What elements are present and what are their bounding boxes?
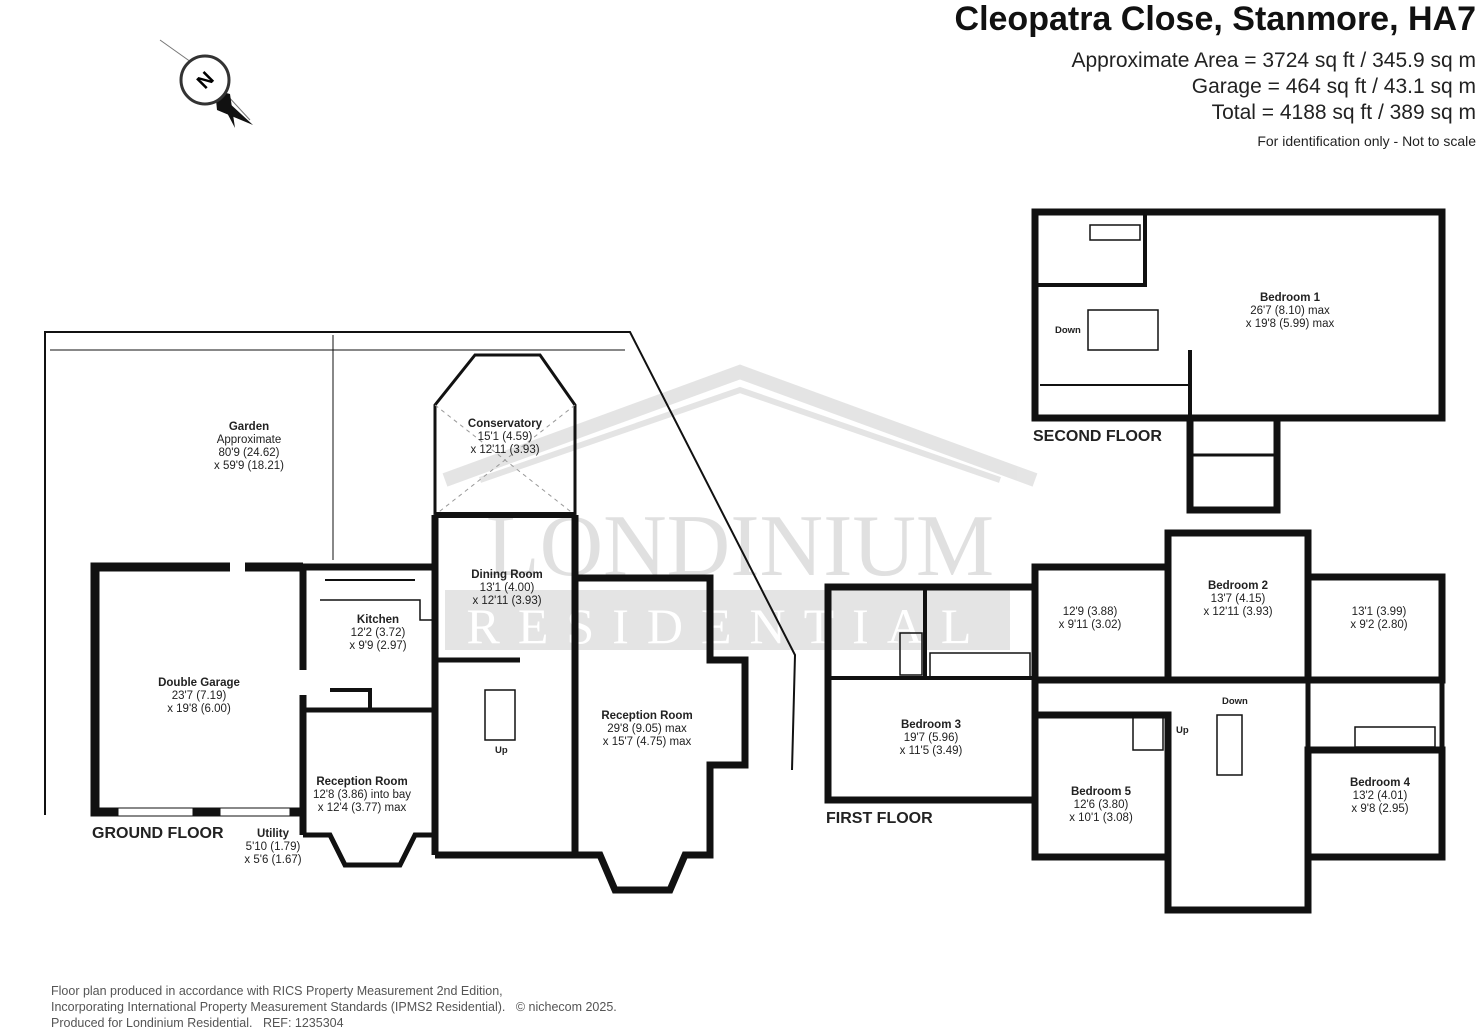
- room-label-reception-room-bay: Reception Room 12'8 (3.86) into bay x 12…: [313, 776, 411, 815]
- room-dims: 26'7 (8.10) max: [1250, 305, 1330, 317]
- room-dims: 29'8 (9.05) max: [607, 723, 687, 735]
- room-dims: Approximate: [216, 434, 282, 446]
- room-dims: x 10'1 (3.08): [1069, 812, 1133, 824]
- room-name: Utility: [257, 828, 289, 840]
- room-name: Bedroom 5: [1070, 786, 1132, 798]
- room-label-double-garage: Double Garage 23'7 (7.19) x 19'8 (6.00): [158, 677, 240, 716]
- room-dims: 12'6 (3.80): [1073, 799, 1129, 811]
- room-dims: 13'2 (4.01): [1352, 790, 1408, 802]
- stairs-down-label: Down: [1222, 696, 1248, 707]
- footer-standards: Incorporating International Property Mea…: [51, 1000, 506, 1014]
- room-name: Reception Room: [316, 776, 408, 788]
- footer-produced-for: Produced for Londinium Residential.: [51, 1016, 253, 1030]
- room-dims: x 9'9 (2.97): [349, 640, 407, 652]
- room-dims: 23'7 (7.19): [171, 690, 227, 702]
- room-dims: x 9'8 (2.95): [1351, 803, 1409, 815]
- area-summary: Approximate Area = 3724 sq ft / 345.9 sq…: [1072, 48, 1477, 126]
- room-name: Conservatory: [467, 418, 543, 430]
- room-dims: 13'7 (4.15): [1210, 593, 1266, 605]
- stairs-down-label: Down: [1055, 325, 1081, 336]
- room-dims: x 12'11 (3.93): [472, 595, 542, 607]
- room-label-conservatory: Conservatory 15'1 (4.59) x 12'11 (3.93): [468, 418, 542, 457]
- room-name: Bedroom 1: [1259, 292, 1321, 304]
- room-dims: 80'9 (24.62): [218, 447, 280, 459]
- room-label-bedroom-unnamed-2: 13'1 (3.99) x 9'2 (2.80): [1350, 606, 1407, 632]
- watermark-text-residential: RESIDENTIAL: [467, 598, 990, 654]
- compass-north-icon: N: [157, 32, 253, 128]
- room-label-bedroom-3: Bedroom 3 19'7 (5.96) x 11'5 (3.49): [900, 719, 963, 758]
- footer-ref: REF: 1235304: [262, 1016, 344, 1030]
- footer-credits: Floor plan produced in accordance with R…: [51, 983, 617, 1031]
- room-dims: x 19'8 (5.99) max: [1245, 318, 1335, 330]
- room-label-bedroom-5: Bedroom 5 12'6 (3.80) x 10'1 (3.08): [1069, 786, 1133, 825]
- watermark-logo: LONDINIUM RESIDENTIAL: [442, 364, 1038, 654]
- room-label-bedroom-unnamed-1: 12'9 (3.88) x 9'11 (3.02): [1059, 606, 1122, 632]
- room-label-kitchen: Kitchen 12'2 (3.72) x 9'9 (2.97): [349, 614, 406, 653]
- room-dims: x 9'2 (2.80): [1350, 619, 1408, 631]
- footer-line-3: Produced for Londinium Residential. REF:…: [51, 1015, 617, 1031]
- room-dims: x 12'4 (3.77) max: [317, 802, 407, 814]
- room-dims: 12'2 (3.72): [350, 627, 406, 639]
- room-name: Double Garage: [158, 677, 240, 689]
- first-floor-title: FIRST FLOOR: [826, 810, 933, 827]
- room-name: Bedroom 2: [1207, 580, 1269, 592]
- second-floor-title: SECOND FLOOR: [1033, 428, 1162, 445]
- room-dims: x 12'11 (3.93): [470, 444, 540, 456]
- room-dims: 15'1 (4.59): [477, 431, 533, 443]
- room-label-garden: Garden Approximate 80'9 (24.62) x 59'9 (…: [214, 421, 284, 473]
- room-dims: x 11'5 (3.49): [899, 745, 963, 757]
- room-dims: x 15'7 (4.75) max: [602, 736, 692, 748]
- room-dims: x 59'9 (18.21): [214, 460, 284, 472]
- second-floor-plan: [1031, 208, 1446, 514]
- stairs-up-label: Up: [495, 745, 508, 756]
- room-dims: 13'1 (3.99): [1351, 606, 1407, 618]
- footer-copyright: © nichecom 2025.: [515, 1000, 617, 1014]
- property-title: Cleopatra Close, Stanmore, HA7: [954, 0, 1476, 38]
- room-dims: 12'8 (3.86) into bay: [312, 789, 412, 801]
- room-dims: x 19'8 (6.00): [167, 703, 231, 715]
- room-name: Kitchen: [356, 614, 400, 626]
- room-label-dining-room: Dining Room 13'1 (4.00) x 12'11 (3.93): [471, 569, 543, 608]
- room-dims: 13'1 (4.00): [479, 582, 535, 594]
- room-dims: 5'10 (1.79): [245, 841, 301, 853]
- stairs-up-label: Up: [1176, 725, 1189, 736]
- garage-area: Garage = 464 sq ft / 43.1 sq m: [1191, 75, 1476, 98]
- room-name: Garden: [228, 421, 270, 433]
- room-name: Bedroom 4: [1349, 777, 1411, 789]
- room-label-bedroom-4: Bedroom 4 13'2 (4.01) x 9'8 (2.95): [1350, 777, 1410, 816]
- room-name: Bedroom 3: [900, 719, 962, 731]
- room-label-bedroom-2: Bedroom 2 13'7 (4.15) x 12'11 (3.93): [1203, 580, 1272, 619]
- room-name: Dining Room: [471, 569, 543, 581]
- footer-line-2: Incorporating International Property Mea…: [51, 999, 617, 1015]
- first-floor-plan: [824, 529, 1446, 914]
- approximate-area: Approximate Area = 3724 sq ft / 345.9 sq…: [1071, 49, 1477, 72]
- room-label-utility: Utility 5'10 (1.79) x 5'6 (1.67): [244, 828, 301, 867]
- scale-note: For identification only - Not to scale: [1257, 133, 1476, 149]
- room-dims: 12'9 (3.88): [1062, 606, 1118, 618]
- room-dims: x 12'11 (3.93): [1203, 606, 1273, 618]
- room-dims: x 9'11 (3.02): [1058, 619, 1122, 631]
- total-area: Total = 4188 sq ft / 389 sq m: [1211, 101, 1476, 124]
- room-label-reception-room-large: Reception Room 29'8 (9.05) max x 15'7 (4…: [601, 710, 692, 749]
- room-label-bedroom-1: Bedroom 1 26'7 (8.10) max x 19'8 (5.99) …: [1246, 292, 1335, 331]
- footer-line-1: Floor plan produced in accordance with R…: [51, 984, 503, 998]
- room-dims: 19'7 (5.96): [903, 732, 959, 744]
- room-name: Reception Room: [601, 710, 693, 722]
- ground-floor-plan: [44, 331, 797, 894]
- ground-floor-title: GROUND FLOOR: [92, 825, 224, 842]
- room-dims: x 5'6 (1.67): [244, 854, 302, 866]
